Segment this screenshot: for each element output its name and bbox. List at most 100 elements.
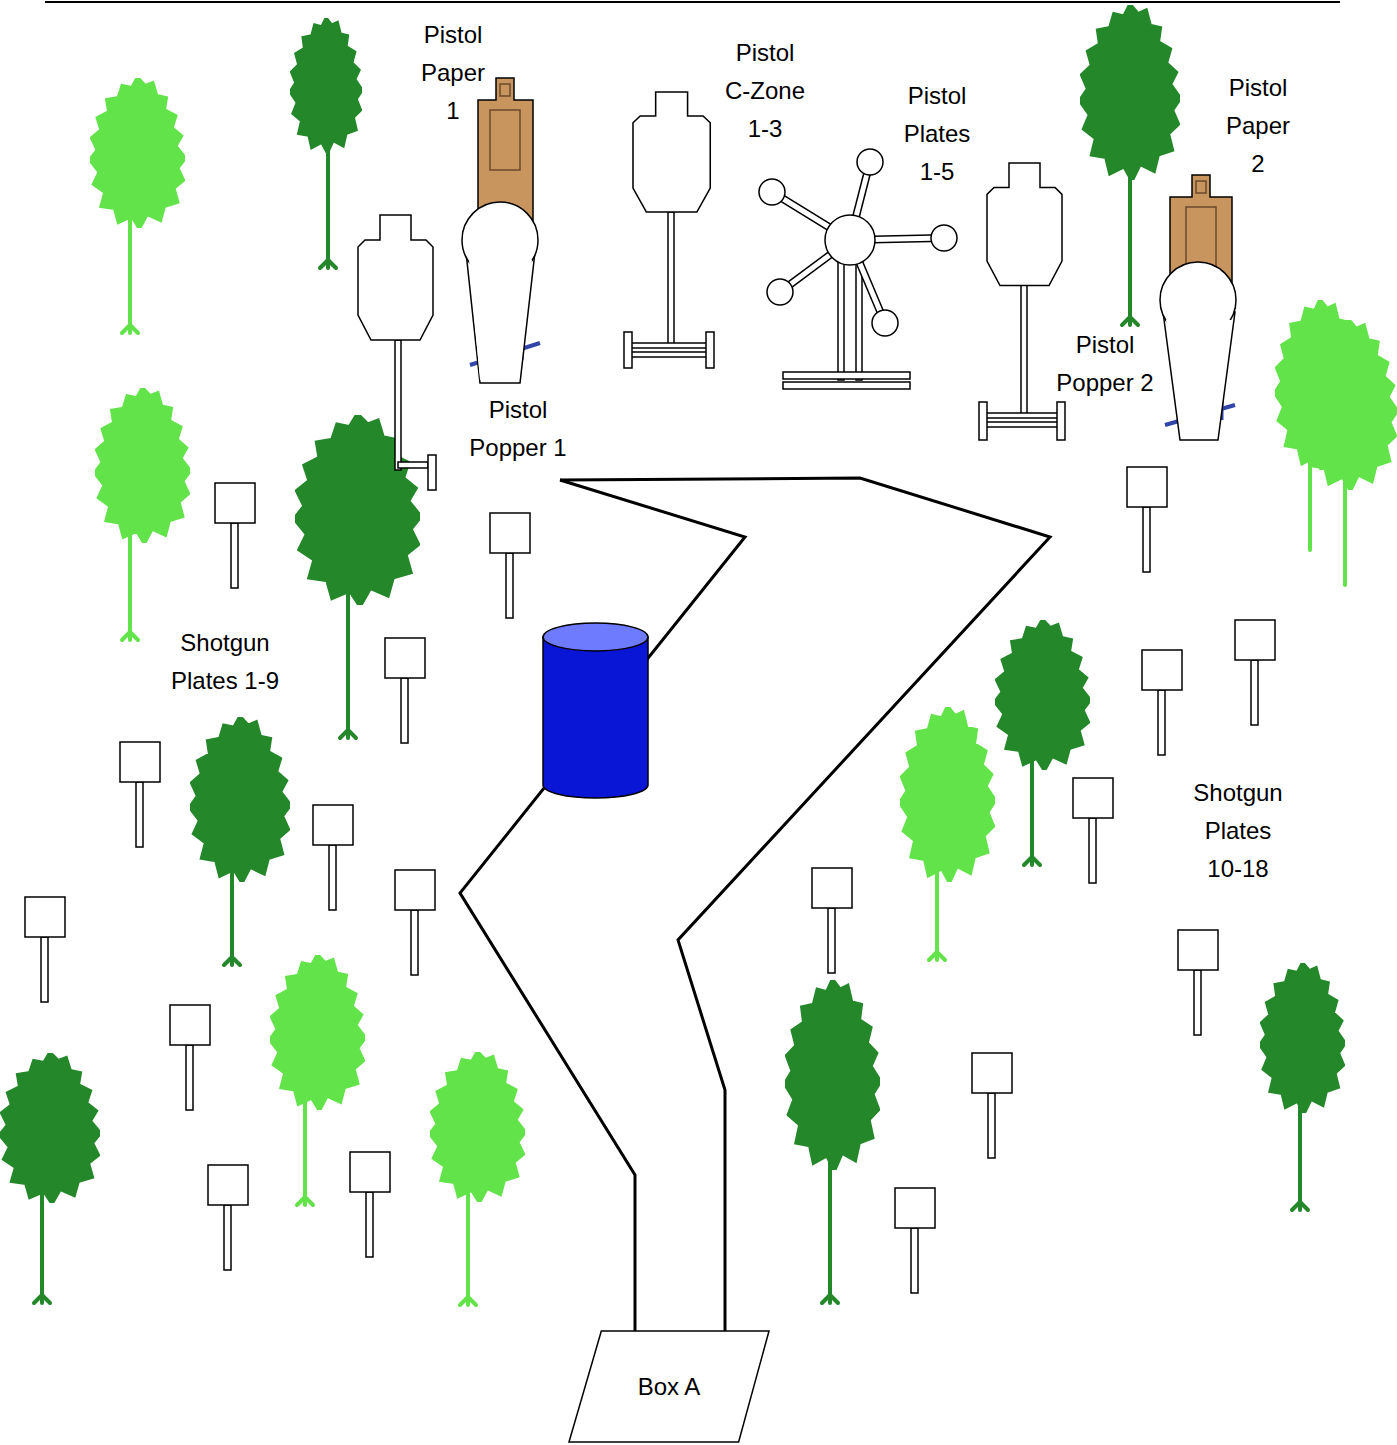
c-zone-target <box>983 413 1063 418</box>
tree <box>1080 5 1180 180</box>
plate-rack <box>825 215 875 265</box>
plate-rack <box>772 162 942 323</box>
shotgun-plate <box>395 870 435 910</box>
target-label: Pistol C-Zone 1-3 <box>720 34 810 148</box>
plate-rack <box>767 279 793 305</box>
shotgun-plate <box>1127 467 1167 507</box>
shotgun-plate <box>1143 507 1150 572</box>
shotgun-plate <box>41 937 48 1002</box>
barrel <box>543 623 648 798</box>
paper-popper-target <box>466 252 535 383</box>
shotgun-plate <box>1178 930 1218 970</box>
shotgun-plate <box>385 638 425 678</box>
c-zone-target <box>628 352 712 357</box>
plate-rack <box>772 162 942 323</box>
shotgun-plate <box>186 1045 193 1110</box>
shotgun-plate <box>972 1053 1012 1093</box>
shotgun-plate <box>136 782 143 847</box>
shotgun-plate <box>224 1205 231 1270</box>
c-zone-target <box>706 332 714 368</box>
plate-rack <box>838 255 844 380</box>
shotgun-plate <box>1194 970 1201 1035</box>
shooting-lane <box>560 478 1050 1333</box>
shotgun-plate <box>329 845 336 910</box>
tree <box>90 78 1397 1305</box>
box-label: Box A <box>638 1372 701 1402</box>
plate-rack <box>783 382 910 389</box>
target-label: Pistol Paper 2 <box>1220 69 1296 183</box>
c-zone-target <box>358 215 433 340</box>
c-zone-target <box>398 462 428 468</box>
plate-rack <box>783 372 910 379</box>
shotgun-plate <box>1235 620 1275 660</box>
c-zone-target <box>633 92 710 212</box>
c-zone-target <box>668 212 674 345</box>
c-zone-target <box>428 455 436 490</box>
tree <box>95 388 190 543</box>
shotgun-plate <box>350 1152 390 1192</box>
paper-popper-target <box>1186 207 1216 267</box>
tree <box>128 200 132 333</box>
shotgun-plate <box>1073 778 1113 818</box>
group-label: Shotgun Plates 1-9 <box>163 624 288 700</box>
tree <box>830 1295 838 1303</box>
plate-rack <box>857 149 883 175</box>
shotgun-plate <box>911 1228 918 1293</box>
top-rule <box>45 1 1340 3</box>
shotgun-plate <box>25 467 1275 1293</box>
paper-popper-target <box>1166 320 1232 437</box>
paper-popper-target <box>490 110 520 170</box>
target-label: Pistol Plates 1-5 <box>897 77 977 191</box>
shooting-lane <box>460 480 745 1333</box>
c-zone-target <box>979 402 987 440</box>
shotgun-plate <box>170 1005 210 1045</box>
shotgun-plate <box>231 523 238 588</box>
shotgun-plate <box>208 1165 248 1205</box>
shotgun-plate <box>120 742 160 782</box>
tree <box>937 952 945 960</box>
tree <box>328 260 336 268</box>
plate-rack <box>872 310 898 336</box>
tree <box>0 5 1345 1303</box>
shotgun-plate <box>828 908 835 973</box>
tree <box>348 730 356 738</box>
paper-popper-target <box>1196 181 1206 193</box>
tree <box>232 957 240 965</box>
tree <box>785 980 880 1170</box>
shotgun-plate <box>895 1188 935 1228</box>
c-zone-target <box>1057 402 1065 440</box>
tree <box>346 570 350 738</box>
target-label: Pistol Popper 1 <box>463 391 573 467</box>
tree <box>995 620 1090 770</box>
target-label: Pistol Popper 2 <box>1050 326 1160 402</box>
tree <box>130 325 138 333</box>
target-label: Pistol Paper 1 <box>415 16 491 130</box>
tree <box>1032 857 1040 865</box>
tree <box>1130 317 1138 325</box>
barrel <box>543 637 648 798</box>
shooting-lane <box>460 478 1050 1333</box>
tree <box>1300 320 1397 490</box>
shotgun-plate <box>1158 690 1165 755</box>
paper-popper-target <box>469 260 532 380</box>
tree <box>130 632 138 640</box>
tree <box>270 955 365 1110</box>
c-zone-target <box>395 340 401 470</box>
tree <box>0 1053 100 1203</box>
c-zone-target <box>1021 285 1027 415</box>
tree <box>290 18 362 153</box>
tree <box>0 5 1397 1305</box>
shotgun-plate <box>215 483 255 523</box>
c-zone-target <box>983 422 1063 427</box>
shotgun-plate <box>313 805 353 845</box>
c-zone-target <box>624 332 632 368</box>
shotgun-plate <box>1251 660 1258 725</box>
c-zone-target <box>628 343 712 348</box>
group-label: Shotgun Plates 10-18 <box>1191 774 1286 888</box>
tree <box>1300 1202 1308 1210</box>
shotgun-plate <box>25 897 65 937</box>
tree <box>190 717 290 882</box>
shotgun-plate <box>401 678 408 743</box>
paper-popper-target <box>500 84 510 96</box>
